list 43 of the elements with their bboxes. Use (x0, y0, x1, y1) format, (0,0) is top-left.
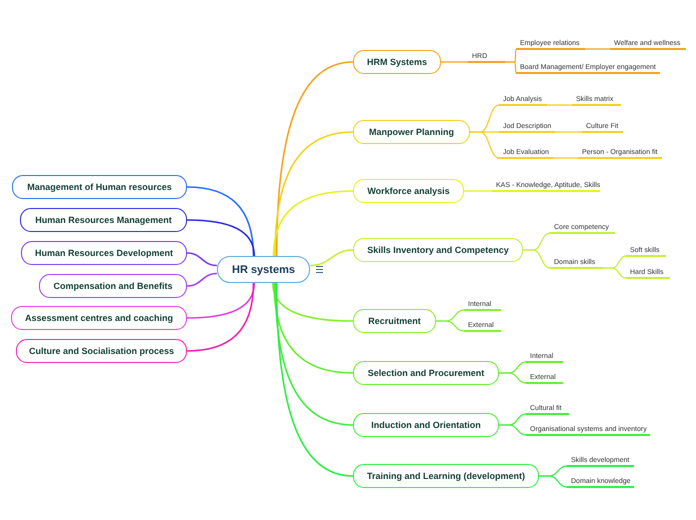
connector-line (499, 424, 526, 436)
connector-line (310, 249, 354, 266)
connector-line (272, 190, 354, 256)
topic-box: Human Resources Development (21, 241, 187, 265)
connector-line (464, 190, 492, 192)
connector-line (602, 267, 626, 279)
connector-line (547, 104, 572, 106)
connector-line (186, 252, 218, 266)
topic-box: Induction and Orientation (353, 413, 499, 437)
connector-line (273, 282, 354, 374)
connector-line (555, 131, 582, 133)
connector-line (274, 282, 354, 426)
connector-line (585, 48, 610, 50)
connector-line (186, 186, 254, 256)
topic-box: Workforce analysis (353, 179, 464, 203)
connector-line (523, 249, 550, 269)
connector-line (470, 131, 500, 159)
topic-box: Skills Inventory and Competency (353, 238, 523, 262)
connector-line (272, 282, 354, 322)
central-topic-box: HR systems (217, 256, 310, 283)
topic-box: Recruitment (353, 309, 436, 333)
connector-line (186, 282, 254, 352)
topic-box: Assessment centres and coaching (11, 306, 187, 330)
topic-box: Compensation and Benefits (39, 274, 187, 298)
connector-line (276, 282, 354, 477)
connector-line (274, 131, 354, 256)
connector-line (539, 475, 568, 488)
topic-box: Training and Learning (development) (353, 464, 539, 488)
connector-line (441, 61, 468, 63)
topic-box: Management of Human resources (12, 175, 187, 199)
topic-box: Culture and Socialisation process (16, 339, 187, 363)
topic-box: Human Resources Management (20, 208, 187, 232)
connector-line (276, 61, 354, 256)
connector-line (505, 61, 517, 74)
connector-line (186, 282, 256, 319)
connector-line (553, 157, 578, 159)
topic-box: HRM Systems (353, 50, 441, 74)
connector-line (186, 219, 256, 256)
topic-box: Selection and Procurement (353, 361, 499, 385)
connector-line (499, 372, 526, 384)
connector-line (186, 272, 218, 287)
topic-box: Manpower Planning (353, 120, 470, 144)
connector-line (436, 320, 464, 332)
